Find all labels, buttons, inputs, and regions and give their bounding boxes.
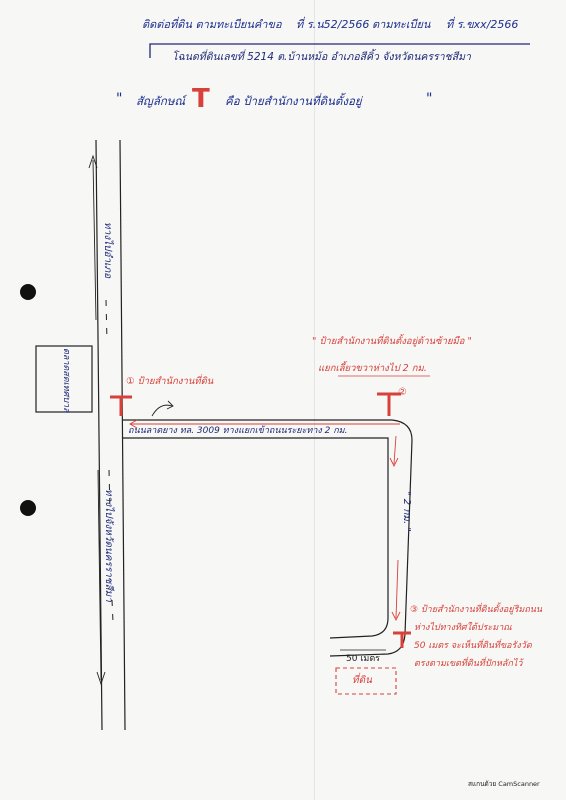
arrow-south-shaft (97, 469, 102, 681)
legend-quote-close: " (426, 91, 433, 107)
marker-2-label: ② (398, 387, 407, 398)
header-text-2: ตามทะเบียน (372, 18, 431, 31)
arrow-north-head (88, 154, 98, 169)
legend-description: คือ ป้ายสำนักงานที่ดินตั้งอยู่ (225, 94, 362, 108)
header-text-1: ติดต่อที่ดิน ตามทะเบียนคำขอ (142, 18, 282, 31)
market-building (35, 345, 93, 413)
building-label: ตลาดสดเทศบาล (61, 348, 71, 413)
marker-1-label: ① ป้ายสำนักงานที่ดิน (126, 376, 214, 387)
turn-arrowhead (166, 400, 174, 410)
arrow-south-head (96, 671, 106, 686)
branch-road-outer (122, 419, 413, 657)
branch-road-label: ถนนลาดยาง ทล. 3009 ทางแยกเข้าถนนระยะทาง … (128, 426, 348, 436)
note-3-line-4: ตรงตามเขตที่ดินที่ปักหลักไว้ (414, 659, 523, 669)
office-sign-3 (393, 631, 411, 648)
note-2-line-2: แยกเลี้ยวขวาห่างไป 2 กม. (318, 363, 427, 374)
deed-line: โฉนดที่ดินเลขที่ 5214 ต.บ้านหม้อ อำเภอสี… (172, 51, 471, 63)
arrow-north-shaft (92, 159, 97, 321)
highway-edge-left (95, 139, 103, 731)
highway-edge-right (119, 139, 126, 731)
highway-center-dash-3 (111, 599, 114, 623)
highway-label-south: ทางไปจังหวัดนครราชสีมา (103, 489, 114, 602)
office-sign-2 (377, 392, 401, 416)
punch-hole-top (20, 284, 36, 300)
route-arrowhead-down-2 (391, 611, 401, 622)
header-number-1: ที่ ร.น52/2566 (296, 18, 370, 31)
page-fold-line (314, 0, 315, 800)
land-label: ที่ดิน (352, 675, 372, 686)
note-3-line-3: 50 เมตร จะเห็นที่ดินที่ขอรังวัด (414, 641, 532, 651)
legend-symbol: T (192, 84, 210, 114)
punch-hole-bottom (20, 500, 36, 516)
land-parcel (335, 667, 397, 695)
turn-arrow (151, 404, 173, 417)
legend-label: สัญลักษณ์ (136, 94, 186, 108)
route-arrow-down-1 (393, 435, 397, 465)
office-sign-1 (110, 395, 132, 416)
note-3-line-2: ห่างไปทางทิศใต้ประมาณ (414, 623, 512, 633)
branch-road-inner (122, 437, 389, 639)
note-2-line-1: " ป้ายสำนักงานที่ดินตั้งอยู่ด้านซ้ายมือ … (312, 336, 472, 347)
distance-50m-label: 50 เมตร (346, 654, 381, 664)
legend-quote-open: " (116, 91, 123, 107)
scanner-watermark: สแกนด้วย CamScanner (468, 780, 540, 788)
route-arrow-down-2 (395, 559, 399, 619)
header-bracket-line (149, 43, 530, 58)
header-number-2: ที่ ร.ขxx/2566 (446, 18, 519, 31)
note-3-line-1: ③ ป้ายสำนักงานที่ดินตั้งอยู่ริมถนน (410, 605, 543, 615)
route-arrowhead-left (129, 419, 138, 429)
distance-2km-label: " 2 กม. " (401, 491, 412, 532)
route-arrowhead-down-1 (389, 457, 399, 468)
highway-label-north: ทางไปอำเภอ (102, 222, 113, 279)
